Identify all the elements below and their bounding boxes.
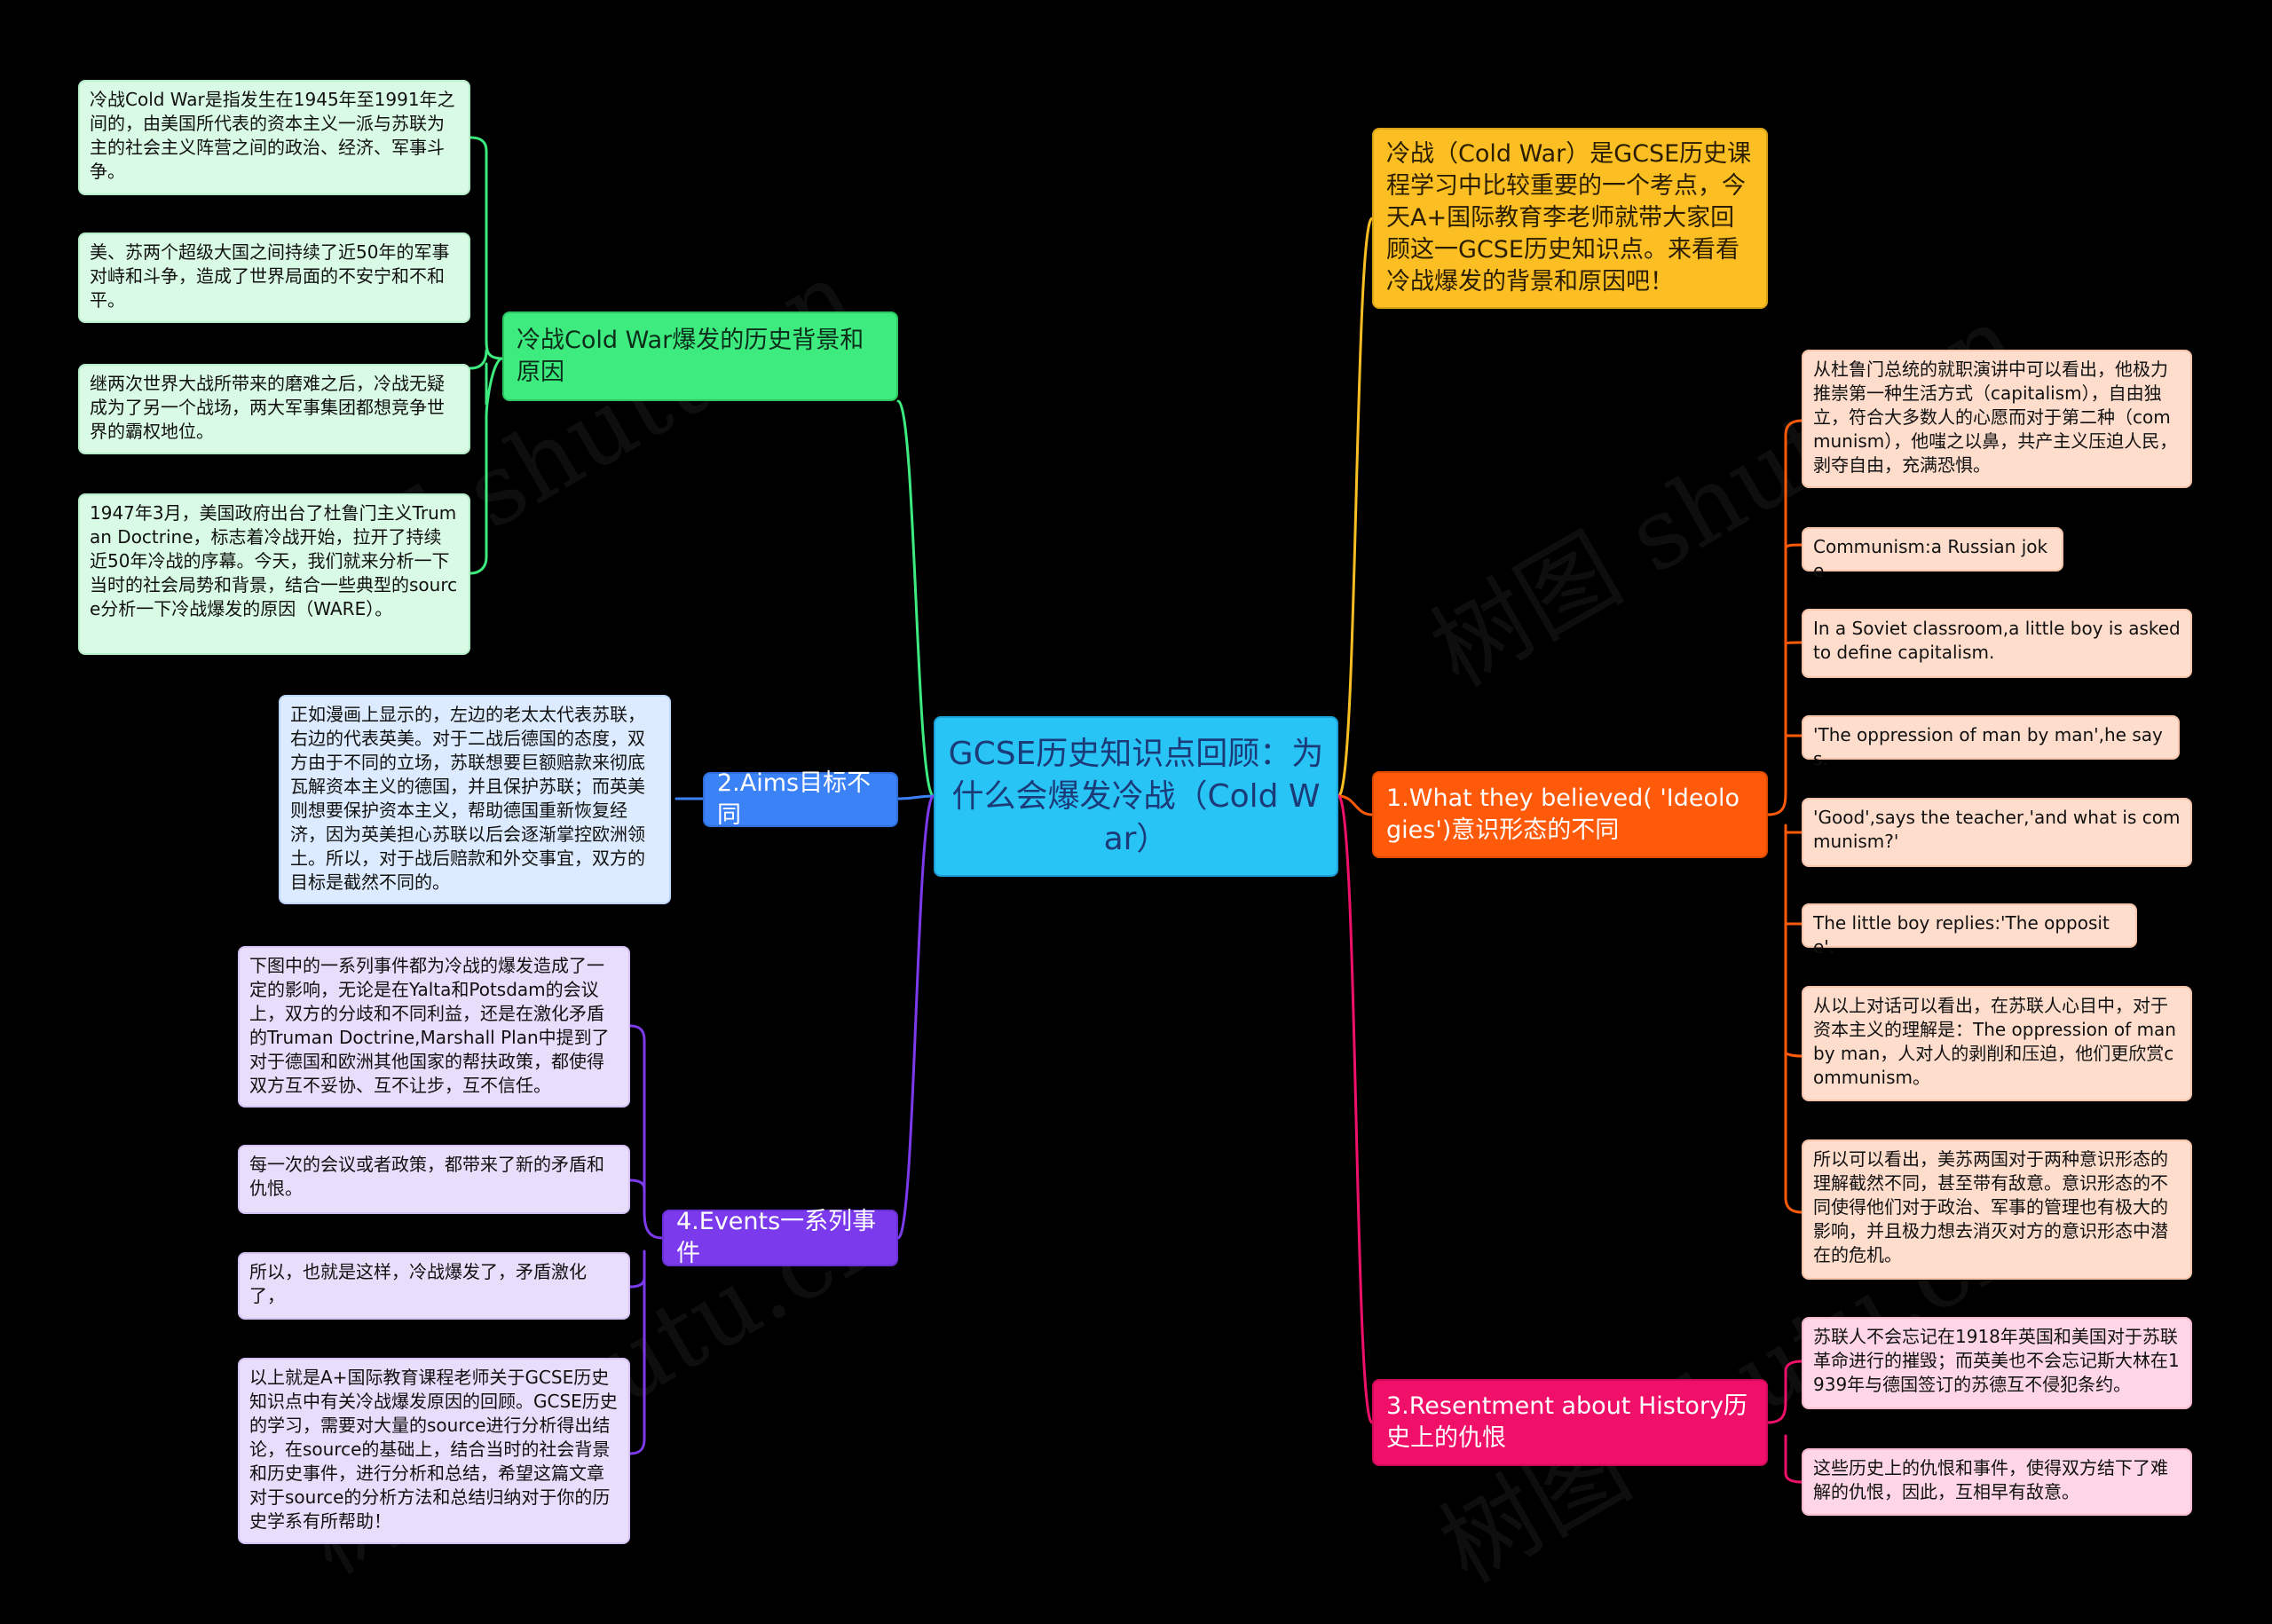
branch-events[interactable]: 4.Events一系列事件: [662, 1208, 898, 1267]
events-item-3[interactable]: 所以，也就是这样，冷战爆发了，矛盾激化了，: [238, 1252, 630, 1320]
aims-item-1[interactable]: 正如漫画上显示的，左边的老太太代表苏联，右边的代表英美。对于二战后德国的态度，双…: [279, 695, 671, 904]
ideologies-item-1[interactable]: 从杜鲁门总统的就职演讲中可以看出，他极力推崇第一种生活方式（capitalism…: [1802, 350, 2192, 488]
branch-ideologies[interactable]: 1.What they believed( 'Ideologies')意识形态的…: [1372, 771, 1768, 858]
background-item-3[interactable]: 继两次世界大战所带来的磨难之后，冷战无疑成为了另一个战场，两大军事集团都想竞争世…: [78, 364, 470, 454]
resentment-item-1[interactable]: 苏联人不会忘记在1918年英国和美国对于苏联革命进行的摧毁；而英美也不会忘记斯大…: [1802, 1317, 2192, 1409]
link-center-ideologies: [1337, 794, 1374, 816]
events-item-1[interactable]: 下图中的一系列事件都为冷战的爆发造成了一定的影响，无论是在Yalta和Potsd…: [238, 946, 630, 1108]
ideologies-item-5[interactable]: 'Good',says the teacher,'and what is com…: [1802, 798, 2192, 867]
ideologies-item-4[interactable]: 'The oppression of man by man',he says.: [1802, 715, 2180, 769]
background-item-2[interactable]: 美、苏两个超级大国之间持续了近50年的军事对峙和斗争，造成了世界局面的不安宁和不…: [78, 233, 470, 323]
branch-intro[interactable]: 冷战（Cold War）是GCSE历史课程学习中比较重要的一个考点，今天A+国际…: [1372, 128, 1768, 309]
central-topic[interactable]: GCSE历史知识点回顾：为什么会爆发冷战（Cold War）: [934, 716, 1338, 877]
link-center-intro: [1337, 217, 1374, 798]
branch-aims[interactable]: 2.Aims目标不同: [703, 769, 898, 829]
ideologies-item-7[interactable]: 从以上对话可以看出，在苏联人心目中，对于资本主义的理解是：The oppress…: [1802, 986, 2192, 1101]
events-item-4[interactable]: 以上就是A+国际教育课程老师关于GCSE历史知识点中有关冷战爆发原因的回顾。GC…: [238, 1358, 630, 1544]
branch-resentment[interactable]: 3.Resentment about History历史上的仇恨: [1372, 1379, 1768, 1466]
resentment-item-2[interactable]: 这些历史上的仇恨和事件，使得双方结下了难解的仇恨，因此，互相早有敌意。: [1802, 1448, 2192, 1516]
ideologies-item-6[interactable]: The little boy replies:'The opposite'.: [1802, 903, 2137, 958]
link-center-background: [896, 399, 935, 798]
link-center-aims: [896, 794, 935, 800]
events-item-2[interactable]: 每一次的会议或者政策，都带来了新的矛盾和仇恨。: [238, 1145, 630, 1214]
bracket-resentment: [1766, 1360, 1803, 1484]
background-item-4[interactable]: 1947年3月，美国政府出台了杜鲁门主义Truman Doctrine，标志着冷…: [78, 493, 470, 655]
bracket-events: [628, 1024, 664, 1455]
link-center-events: [896, 794, 935, 1240]
background-item-1[interactable]: 冷战Cold War是指发生在1945年至1991年之间的，由美国所代表的资本主…: [78, 80, 470, 195]
bracket-background: [469, 136, 504, 575]
ideologies-item-3[interactable]: In a Soviet classroom,a little boy is as…: [1802, 609, 2192, 678]
link-center-resentment: [1337, 794, 1374, 1424]
ideologies-item-2[interactable]: Communism:a Russian joke: [1802, 527, 2063, 581]
branch-background[interactable]: 冷战Cold War爆发的历史背景和原因: [502, 311, 898, 401]
bracket-ideologies: [1766, 419, 1803, 1214]
ideologies-item-8[interactable]: 所以可以看出，美苏两国对于两种意识形态的理解截然不同，甚至带有敌意。意识形态的不…: [1802, 1139, 2192, 1280]
